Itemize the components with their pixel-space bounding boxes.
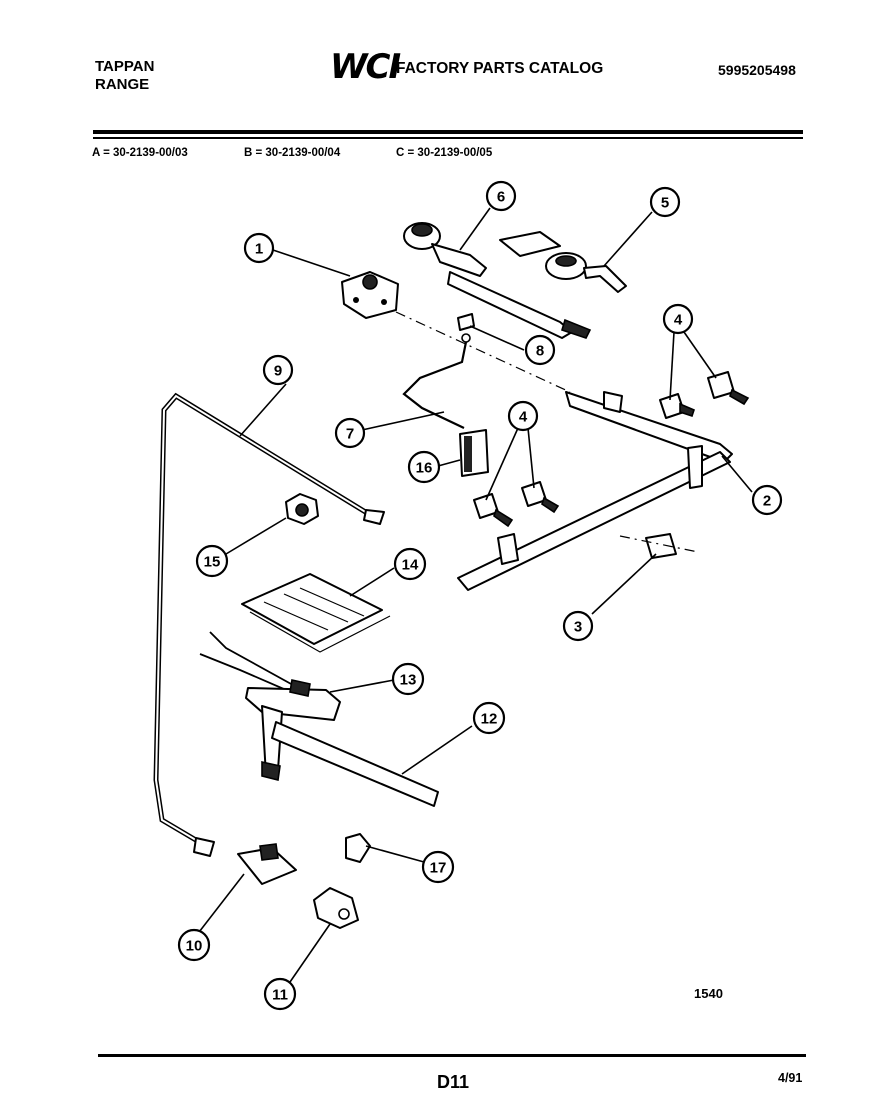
callout-10: 10 (177, 928, 211, 962)
product-type: RANGE (95, 76, 150, 93)
callout-15-label: 15 (204, 554, 221, 571)
part-5-burner (499, 231, 627, 293)
part-3-bracket (619, 533, 699, 559)
callout-1-label: 1 (255, 241, 263, 258)
callout-14: 14 (393, 547, 427, 581)
callout-8-label: 8 (536, 343, 544, 360)
revision-date: 4/91 (778, 1071, 803, 1085)
callout-12: 12 (472, 701, 506, 735)
part-4-valve-lower-a (473, 493, 514, 528)
callout-3-label: 3 (574, 619, 582, 636)
leader-lines (195, 207, 753, 983)
catalog-title: FACTORY PARTS CATALOG (396, 60, 604, 77)
footer-rule (98, 1054, 806, 1057)
part-12-burner-tube (261, 705, 439, 807)
part-17-clip (345, 833, 371, 863)
page-code: D11 (437, 1072, 470, 1092)
part-11-clamp (313, 887, 359, 929)
model-a: A = 30-2139-00/03 (92, 147, 188, 159)
part-15-nut (285, 493, 319, 525)
callout-5-label: 5 (661, 195, 669, 212)
callout-6-label: 6 (497, 189, 505, 206)
header-rule-thin (93, 137, 803, 139)
part-2-manifold (457, 391, 733, 591)
callout-13-label: 13 (400, 672, 417, 689)
part-1-regulator (341, 271, 399, 319)
callout-5: 5 (649, 186, 681, 218)
part-13-igniter (199, 631, 341, 721)
callout-11: 11 (263, 977, 297, 1011)
callout-9-label: 9 (274, 363, 282, 380)
part-4-valve-upper-b (707, 371, 750, 406)
model-c: C = 30-2139-00/05 (396, 147, 493, 159)
callout-4-lower-label: 4 (519, 409, 528, 426)
callout-17-label: 17 (430, 860, 447, 877)
callout-4-lower: 4 (507, 400, 539, 432)
callout-2: 2 (751, 484, 783, 516)
wci-logo: WCI (330, 47, 401, 87)
callout-15: 15 (195, 544, 229, 578)
part-4-valve-lower-b (521, 481, 560, 514)
part-7-tube (402, 341, 468, 429)
callout-11-label: 11 (272, 987, 288, 1004)
callout-4-upper: 4 (662, 303, 694, 335)
callout-13: 13 (391, 662, 425, 696)
callout-3: 3 (562, 610, 594, 642)
callout-14-label: 14 (402, 557, 419, 574)
model-b: B = 30-2139-00/04 (244, 147, 341, 159)
callout-9: 9 (262, 354, 294, 386)
callout-16-label: 16 (416, 460, 433, 477)
callout-2-label: 2 (763, 493, 771, 510)
header-rule-thick (93, 130, 803, 134)
part-8-clip (457, 313, 475, 343)
part-14-shield (241, 573, 391, 653)
brand-name: TAPPAN (95, 58, 155, 75)
callout-4-upper-label: 4 (674, 312, 683, 329)
callout-6: 6 (485, 180, 517, 212)
catalog-number: 5995205498 (718, 62, 796, 78)
part-4-valve-upper-a (659, 393, 695, 419)
part-16-switch (459, 429, 489, 477)
callout-10-label: 10 (186, 938, 203, 955)
part-10-block (237, 843, 297, 885)
callout-16: 16 (407, 450, 441, 484)
callout-17: 17 (421, 850, 455, 884)
callout-8: 8 (524, 334, 556, 366)
part-6-burner-assembly (403, 222, 592, 339)
callout-12-label: 12 (481, 711, 498, 728)
assembly-axis-line (395, 311, 571, 393)
callout-1: 1 (243, 232, 275, 264)
drawing-number: 1540 (694, 986, 723, 1001)
callout-7: 7 (334, 417, 366, 449)
callout-7-label: 7 (346, 426, 354, 443)
